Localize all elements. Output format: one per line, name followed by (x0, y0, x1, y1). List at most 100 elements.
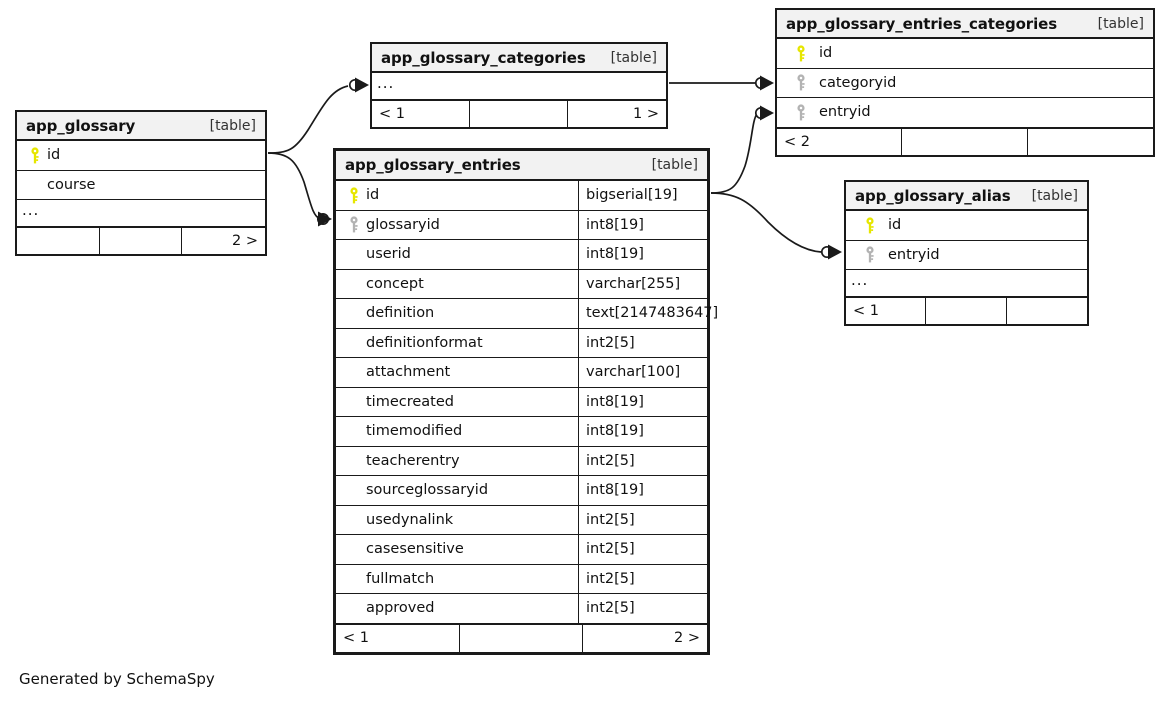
column-row[interactable]: id (17, 141, 265, 171)
ellipsis-label: ... (377, 74, 395, 92)
table-app_glossary_entries_categories[interactable]: app_glossary_entries_categories[table]id… (775, 8, 1155, 157)
column-row[interactable]: timecreated int8[19] (336, 387, 707, 417)
relationship-glossary-to-entries (267, 152, 332, 227)
key-slot (785, 104, 819, 121)
table-footer-app_glossary: 2 > (17, 227, 265, 254)
footer-caption: Generated by SchemaSpy (19, 670, 215, 688)
more-columns-row: ... (17, 200, 265, 227)
column-type: bigserial[19] (586, 187, 678, 204)
key-slot (785, 74, 819, 91)
key-slot (854, 246, 888, 263)
ellipsis-label: ... (851, 271, 869, 289)
relationship-line (267, 152, 321, 220)
column-type-cell: int8[19] (578, 476, 707, 505)
footer-middle-cell (902, 128, 1028, 155)
foreign-key-icon (796, 74, 805, 91)
column-name: definition (366, 305, 435, 322)
column-type: int8[19] (586, 216, 644, 233)
column-row[interactable]: entryid (777, 98, 1153, 128)
table-type-tag: [table] (651, 157, 698, 173)
column-name: sourceglossaryid (366, 482, 489, 499)
column-type-cell: varchar[255] (578, 269, 707, 298)
table-title: app_glossary_alias (855, 186, 1011, 205)
column-row[interactable]: categoryid (777, 69, 1153, 98)
table-title: app_glossary_categories (381, 48, 586, 67)
column-name: timemodified (366, 423, 463, 440)
key-slot (25, 147, 47, 164)
column-type-cell: bigserial[19] (578, 181, 707, 210)
column-row[interactable]: teacherentry int2[5] (336, 446, 707, 476)
key-slot (854, 217, 888, 234)
footer-middle-cell (100, 228, 183, 254)
column-row[interactable]: definitionformat int2[5] (336, 328, 707, 358)
table-header-app_glossary_entries_categories: app_glossary_entries_categories[table] (777, 10, 1153, 39)
column-row[interactable]: glossaryid int8[19] (336, 210, 707, 240)
parent-relation-count: < 1 (336, 624, 460, 652)
table-header-app_glossary: app_glossary[table] (17, 112, 265, 141)
column-name: glossaryid (366, 216, 440, 233)
column-row[interactable]: course (17, 171, 265, 200)
relationship-arrowhead (760, 75, 774, 91)
column-name: definitionformat (366, 334, 483, 351)
column-type: text[2147483647] (586, 305, 719, 322)
relationship-arrowhead (355, 77, 369, 93)
column-type: int2[5] (586, 570, 635, 587)
column-type-cell: int8[19] (578, 210, 707, 239)
cardinality-zero-marker (348, 78, 362, 92)
relationship-line (710, 192, 822, 253)
column-type-cell: int2[5] (578, 505, 707, 534)
relationship-entries-to-alias (710, 192, 842, 260)
table-type-tag: [table] (1097, 15, 1144, 32)
column-row[interactable]: fullmatch int2[5] (336, 564, 707, 594)
column-row[interactable]: id (777, 39, 1153, 69)
more-columns-row: ... (372, 73, 666, 100)
column-type: int2[5] (586, 452, 635, 469)
column-name: timecreated (366, 393, 454, 410)
column-type-cell: int2[5] (578, 564, 707, 593)
column-type-cell: int8[19] (578, 240, 707, 269)
more-columns-row: ... (846, 270, 1087, 297)
child-relation-count: 1 > (633, 106, 659, 122)
column-type: int8[19] (586, 393, 644, 410)
column-type: varchar[100] (586, 364, 681, 381)
table-type-tag: [table] (610, 49, 657, 66)
column-name: teacherentry (366, 452, 460, 469)
column-type: varchar[255] (586, 275, 681, 292)
key-slot (344, 216, 366, 233)
column-row[interactable]: sourceglossaryid int8[19] (336, 476, 707, 506)
column-type-cell: int2[5] (578, 594, 707, 623)
table-title: app_glossary (26, 116, 136, 135)
key-slot (785, 45, 819, 62)
column-row[interactable]: entryid (846, 241, 1087, 270)
primary-key-icon (30, 147, 39, 164)
footer-middle-cell (460, 624, 584, 652)
column-name: entryid (819, 104, 871, 121)
table-footer-app_glossary_alias: < 1 (846, 297, 1087, 324)
ellipsis-label: ... (22, 201, 40, 219)
foreign-key-icon (796, 104, 805, 121)
column-type-cell: text[2147483647] (578, 299, 718, 328)
column-name: fullmatch (366, 570, 435, 587)
child-relation-count (1028, 129, 1153, 155)
foreign-key-icon (865, 246, 874, 263)
cardinality-zero-marker (820, 245, 834, 259)
column-row[interactable]: definition text[2147483647] (336, 299, 718, 329)
table-type-tag: [table] (1031, 187, 1078, 204)
column-type-cell: int2[5] (578, 446, 707, 475)
column-row[interactable]: id (846, 211, 1087, 241)
column-type-cell: int2[5] (578, 328, 707, 357)
cardinality-zero-marker (754, 106, 768, 120)
